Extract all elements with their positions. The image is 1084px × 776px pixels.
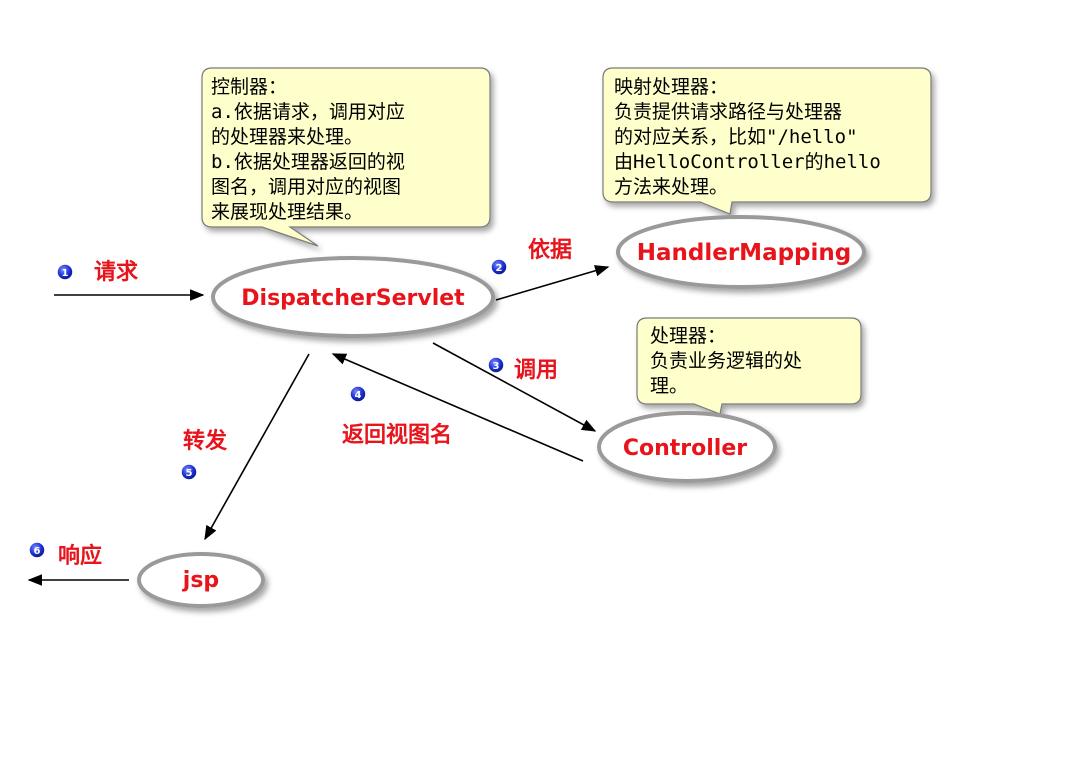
arrows <box>27 265 610 586</box>
callout-line: 理。 <box>650 375 688 397</box>
step-number: 1 <box>62 268 69 279</box>
handler-mapping-callout: 映射处理器： 负责提供请求路径与处理器 的对应关系，比如"/hello" 由He… <box>602 67 932 215</box>
controller-callout: 处理器： 负责业务逻辑的处 理。 <box>636 317 862 415</box>
step-2: 2 依据 <box>490 237 572 276</box>
step-label: 返回视图名 <box>342 422 452 448</box>
node-label: DispatcherServlet <box>241 286 465 311</box>
step-label: 请求 <box>94 259 138 285</box>
node-label: jsp <box>182 568 219 593</box>
step-badge <box>490 258 508 276</box>
step-number: 3 <box>493 361 500 372</box>
step-6: 6 响应 <box>28 541 102 569</box>
callout-line: 控制器： <box>211 76 287 98</box>
node-jsp: jsp <box>137 552 265 608</box>
callout-line: a.依据请求，调用对应 <box>211 101 405 123</box>
node-label: Controller <box>623 436 747 461</box>
node-label: HandlerMapping <box>637 240 852 266</box>
step-4: 4 返回视图名 <box>342 385 452 448</box>
dispatcher-callout: 控制器： a.依据请求，调用对应 的处理器来处理。 b.依据处理器返回的视 图名… <box>201 67 491 247</box>
callout-line: 的对应关系，比如"/hello" <box>614 126 858 148</box>
step-badge <box>56 263 74 281</box>
node-handler-mapping: HandlerMapping <box>616 215 866 289</box>
callout-line: 负责业务逻辑的处 <box>650 350 802 372</box>
arrow-to-handler-mapping <box>495 265 610 301</box>
step-badge <box>28 541 46 559</box>
step-number: 2 <box>496 263 503 274</box>
callout-line: 来展现处理结果。 <box>211 201 363 223</box>
node-dispatcher-servlet: DispatcherServlet <box>211 256 495 338</box>
step-badge <box>487 356 505 374</box>
step-number: 4 <box>355 390 362 401</box>
step-number: 6 <box>34 546 41 557</box>
callout-line: 方法来处理。 <box>614 176 728 198</box>
callout-line: 图名，调用对应的视图 <box>211 176 401 198</box>
step-badge <box>180 463 198 481</box>
arrow-return-view-name <box>331 353 584 462</box>
callout-line: b.依据处理器返回的视 <box>211 151 405 173</box>
step-3: 3 调用 <box>487 356 558 383</box>
step-badge <box>349 385 367 403</box>
step-label: 依据 <box>528 237 572 263</box>
callout-line: 处理器： <box>650 325 726 347</box>
arrow-to-controller <box>432 342 597 432</box>
step-1: 1 请求 <box>56 259 138 285</box>
node-controller: Controller <box>597 411 777 483</box>
callout-line: 的处理器来处理。 <box>211 126 363 148</box>
arrow-forward-to-jsp <box>204 353 310 541</box>
callout-line: 映射处理器： <box>614 76 728 98</box>
callout-line: 由HelloController的hello <box>614 151 881 173</box>
callout-line: 负责提供请求路径与处理器 <box>614 101 842 123</box>
step-label: 调用 <box>514 358 558 383</box>
step-number: 5 <box>186 468 193 479</box>
step-label: 响应 <box>58 543 102 569</box>
step-5: 5 转发 <box>180 428 228 481</box>
step-label: 转发 <box>183 428 228 454</box>
